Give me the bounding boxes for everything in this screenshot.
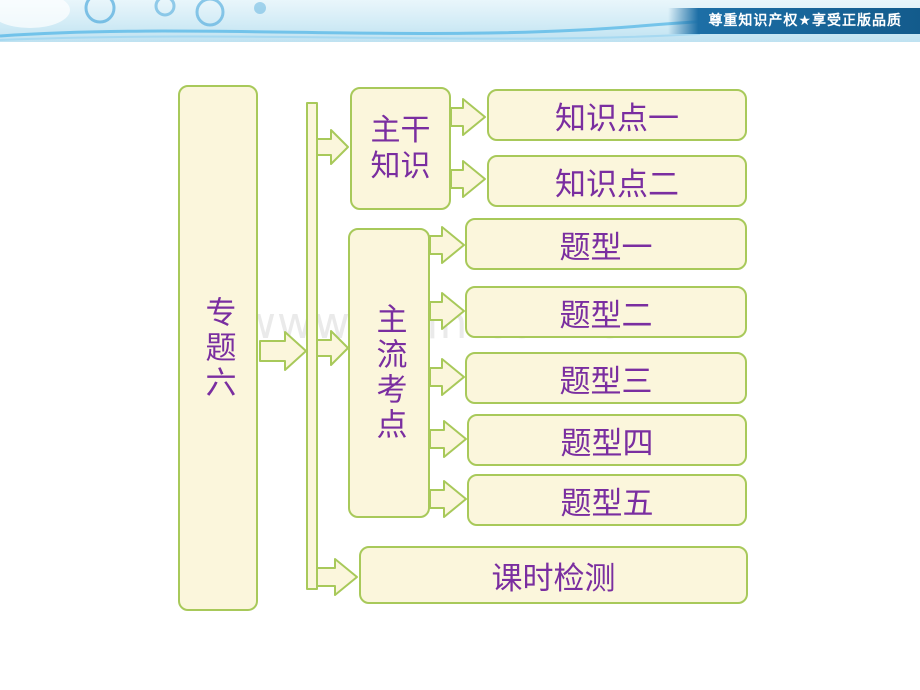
question-type-1-label: 题型一 [559, 229, 653, 266]
arrow-qt-4 [429, 420, 467, 458]
knowledge-point-1-box: 知识点一 [487, 89, 747, 141]
arrow-qt-1 [429, 226, 465, 264]
question-type-5-label: 题型五 [560, 485, 654, 522]
main-knowledge-box: 主干知识 [350, 87, 451, 210]
arrow-lesson-test [316, 558, 358, 596]
lesson-test-box: 课时检测 [359, 546, 748, 604]
spine-line [306, 102, 318, 590]
topic-root-label: 专题六 [199, 295, 236, 401]
arrow-qt-3 [429, 358, 465, 396]
arrow-root [259, 331, 307, 371]
question-type-4-label: 题型四 [560, 425, 654, 462]
question-type-3-box: 题型三 [465, 352, 747, 404]
knowledge-point-1-label: 知识点一 [555, 100, 679, 137]
topic-root-box: 专题六 [178, 85, 258, 611]
arrow-main-exam [316, 330, 349, 366]
main-exam-label: 主流考点 [370, 303, 407, 443]
arrow-kp-2 [450, 160, 486, 198]
arrow-qt-2 [429, 292, 465, 330]
question-type-3-label: 题型三 [559, 363, 653, 400]
main-exam-box: 主流考点 [348, 228, 430, 518]
knowledge-point-2-label: 知识点二 [555, 166, 679, 203]
arrow-main-knowledge [316, 129, 349, 165]
main-knowledge-label: 主干知识 [370, 112, 431, 184]
banner-slogan: 尊重知识产权★享受正版品质 [668, 8, 920, 34]
question-type-1-box: 题型一 [465, 218, 747, 270]
lesson-test-label: 课时检测 [491, 560, 616, 597]
arrow-qt-5 [429, 480, 467, 518]
question-type-5-box: 题型五 [467, 474, 747, 526]
question-type-4-box: 题型四 [467, 414, 747, 466]
arrow-kp-1 [450, 98, 486, 136]
header-banner: 尊重知识产权★享受正版品质 [0, 0, 920, 42]
question-type-2-label: 题型二 [559, 297, 653, 334]
knowledge-point-2-box: 知识点二 [487, 155, 747, 207]
question-type-2-box: 题型二 [465, 286, 747, 338]
